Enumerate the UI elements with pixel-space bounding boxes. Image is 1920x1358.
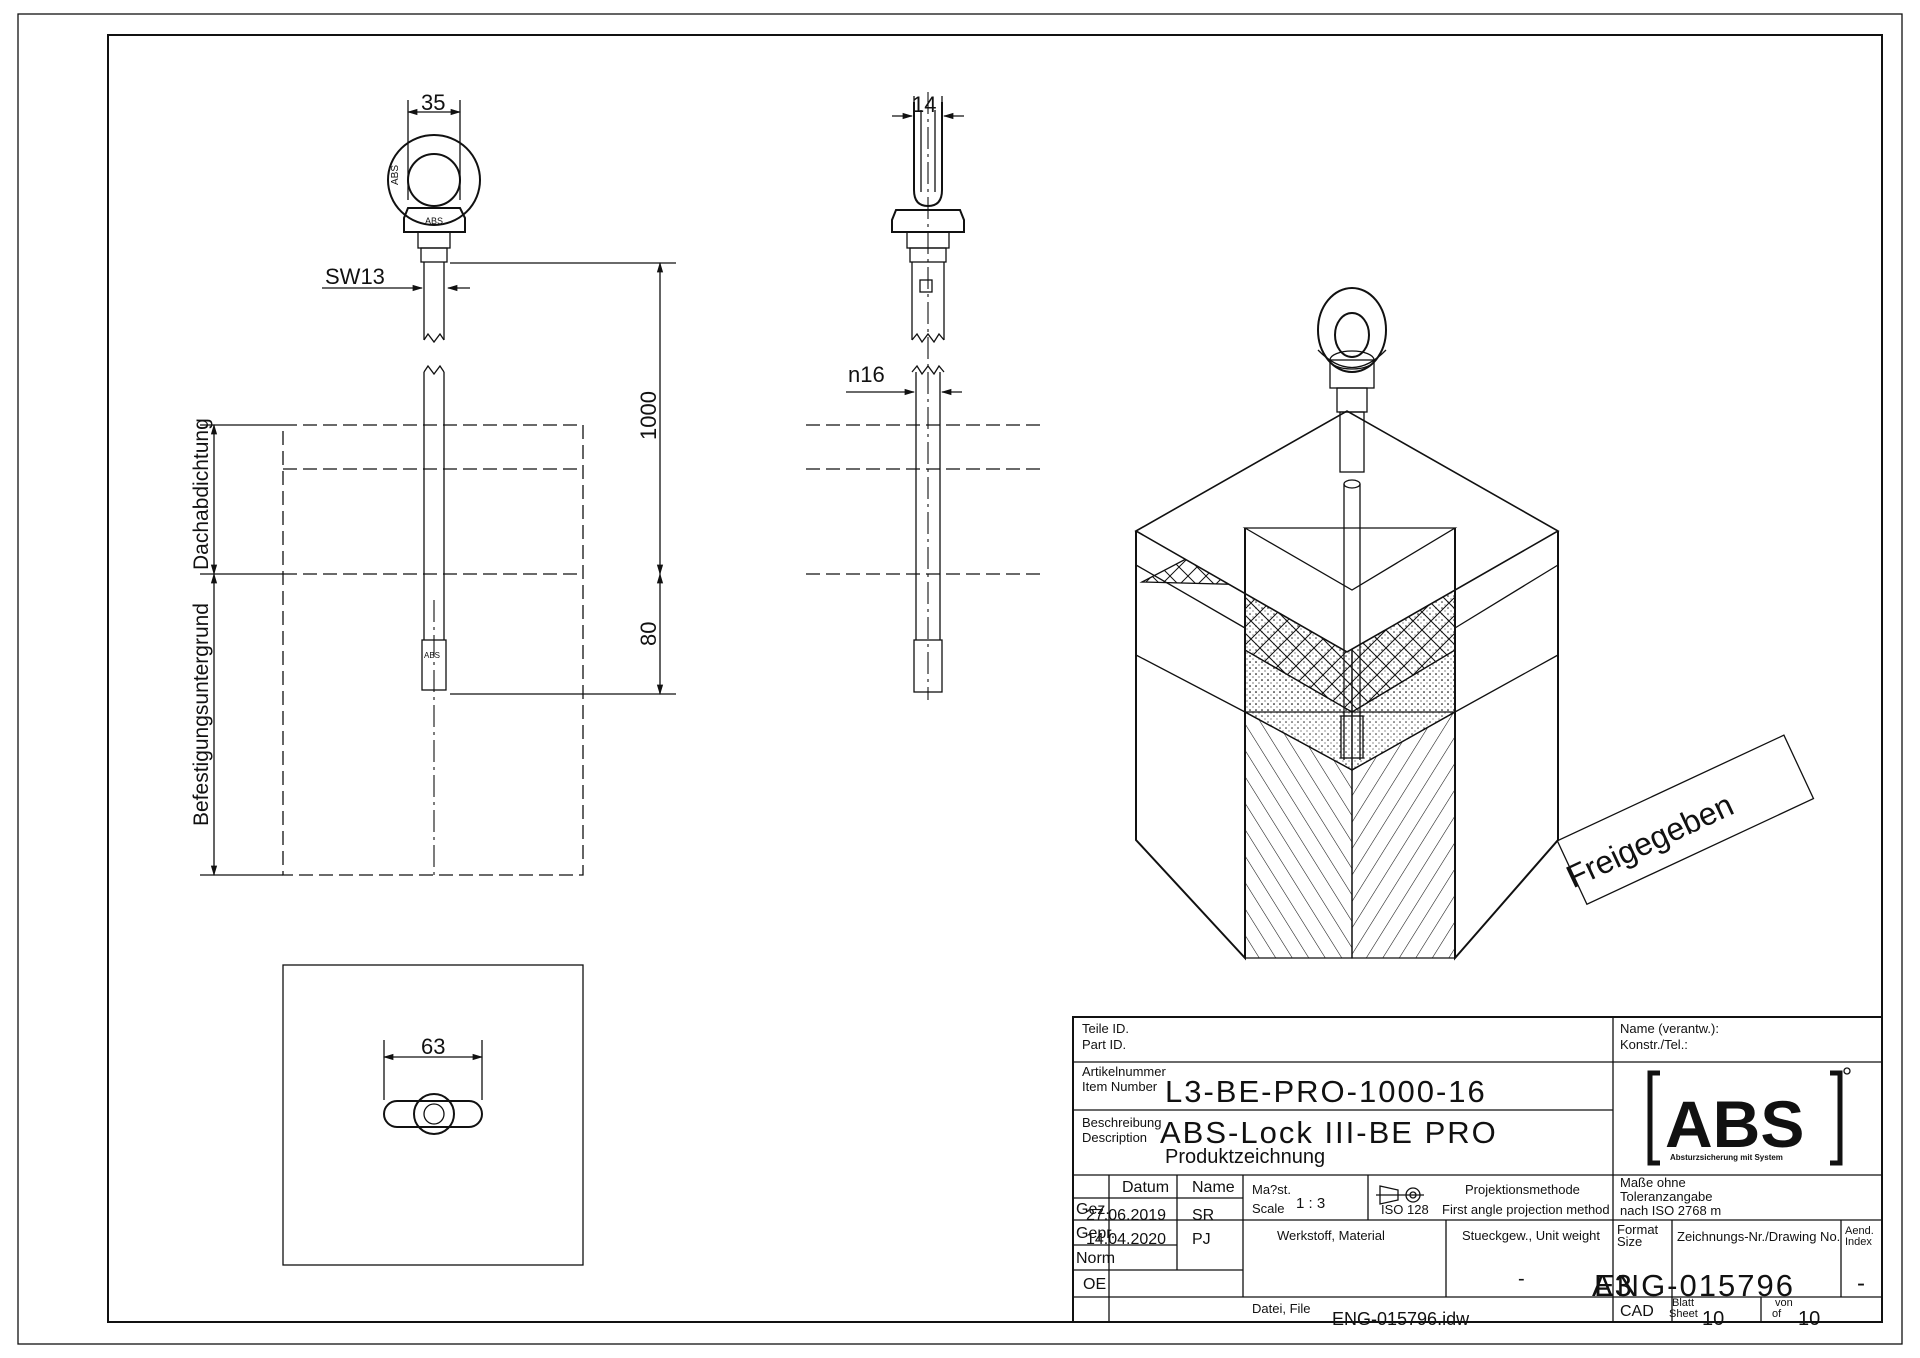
tb-oe-label: OE bbox=[1083, 1276, 1106, 1293]
tb-article-en: Item Number bbox=[1082, 1079, 1158, 1094]
tb-sheet-value: 10 bbox=[1702, 1308, 1724, 1330]
tb-of-en: of bbox=[1772, 1308, 1782, 1320]
tb-projection-en: First angle projection method bbox=[1442, 1202, 1610, 1217]
sheet-inner-border bbox=[107, 34, 1883, 1323]
tb-weight-value: - bbox=[1518, 1268, 1525, 1290]
tb-scale-value: 1 : 3 bbox=[1296, 1195, 1325, 1212]
approval-stamp bbox=[1556, 734, 1815, 906]
dim-embed-depth: 80 bbox=[636, 622, 661, 646]
tb-scale-de: Ma?st. bbox=[1252, 1182, 1291, 1197]
top-view-block bbox=[282, 964, 584, 1266]
side-view: 14 n16 bbox=[806, 92, 1040, 700]
tb-gepr-date: 14.04.2020 bbox=[1086, 1231, 1166, 1248]
tb-cad-label: CAD bbox=[1620, 1303, 1654, 1320]
tb-article-de: Artikelnummer bbox=[1082, 1064, 1166, 1079]
tb-name-header: Name bbox=[1192, 1179, 1235, 1196]
front-substrate-block bbox=[282, 424, 584, 876]
tb-gepr-name: PJ bbox=[1192, 1231, 1211, 1248]
abs-logo-tagline: Absturzsicherung mit System bbox=[1670, 1153, 1783, 1162]
tb-drawing-no-label: Zeichnungs-Nr./Drawing No. bbox=[1677, 1229, 1840, 1244]
tb-norm-label: Norm bbox=[1076, 1250, 1115, 1267]
dim-wrench-size: SW13 bbox=[325, 264, 385, 289]
tb-description-value: ABS-Lock III-BE PRO bbox=[1160, 1115, 1498, 1150]
label-roof-seal: Dachabdichtung bbox=[190, 418, 213, 570]
tb-gez-date: 27.06.2019 bbox=[1086, 1207, 1166, 1224]
tb-tolerance-1: Maße ohne bbox=[1620, 1175, 1686, 1190]
tb-revision-value: - bbox=[1857, 1270, 1865, 1297]
isometric-view: Freigegeben bbox=[1134, 287, 1815, 961]
tb-format-value: A3 bbox=[1592, 1268, 1634, 1303]
abs-logo-text: ABS bbox=[1665, 1087, 1804, 1161]
front-collar-mark: ABS bbox=[425, 216, 443, 226]
front-view: ABS ABS ABS 35 SW13 1000 80 bbox=[190, 90, 676, 877]
tb-responsible-en: Konstr./Tel.: bbox=[1620, 1037, 1688, 1052]
tb-part-id-de: Teile ID. bbox=[1082, 1021, 1129, 1036]
tb-article-value: L3-BE-PRO-1000-16 bbox=[1165, 1074, 1487, 1109]
tb-of-de: von bbox=[1775, 1297, 1793, 1309]
tb-description-en: Description bbox=[1082, 1130, 1147, 1145]
tb-part-id-en: Part ID. bbox=[1082, 1037, 1126, 1052]
front-eye-ring bbox=[387, 134, 481, 226]
sheet-outer-border bbox=[17, 13, 1903, 1345]
tb-responsible-de: Name (verantw.): bbox=[1620, 1021, 1719, 1036]
abs-logo: ABS Absturzsicherung mit System bbox=[1647, 1067, 1851, 1166]
tb-revision-de: Aend. bbox=[1845, 1225, 1874, 1237]
tb-description-sub: Produktzeichnung bbox=[1165, 1146, 1325, 1168]
first-angle-projection-icon bbox=[1376, 1185, 1424, 1205]
tb-sheet-de: Blatt bbox=[1672, 1297, 1694, 1309]
tb-projection-de: Projektionsmethode bbox=[1465, 1182, 1580, 1197]
tb-description-de: Beschreibung bbox=[1082, 1115, 1162, 1130]
top-view: 63 bbox=[282, 964, 584, 1266]
tb-drawing-no-value: ENG-015796 bbox=[1594, 1268, 1795, 1303]
tb-file-value: ENG-015796.idw bbox=[1332, 1309, 1470, 1329]
dim-front-width: 35 bbox=[421, 90, 445, 115]
tb-gez-label: Gez. bbox=[1076, 1201, 1110, 1218]
label-substrate: Befestigungsuntergrund bbox=[190, 603, 213, 826]
tb-projection-iso: ISO 128 bbox=[1381, 1202, 1429, 1217]
tb-revision-en: Index bbox=[1845, 1236, 1872, 1248]
tb-sheet-en: Sheet bbox=[1669, 1308, 1698, 1320]
tb-tolerance-2: Toleranzangabe bbox=[1620, 1189, 1713, 1204]
approval-stamp-text: Freigegeben bbox=[1561, 786, 1739, 895]
tb-of-value: 10 bbox=[1798, 1308, 1820, 1330]
tb-weight-label: Stueckgew., Unit weight bbox=[1462, 1228, 1600, 1243]
tb-format-en: Size bbox=[1617, 1234, 1642, 1249]
tb-scale-en: Scale bbox=[1252, 1201, 1285, 1216]
dim-total-length: 1000 bbox=[636, 391, 661, 440]
tb-date-header: Datum bbox=[1122, 1179, 1169, 1196]
tb-file-label: Datei, File bbox=[1252, 1301, 1311, 1316]
tb-material-label: Werkstoff, Material bbox=[1277, 1228, 1385, 1243]
front-ring-mark: ABS bbox=[390, 165, 401, 185]
dim-rod-diameter: n16 bbox=[848, 362, 885, 387]
tb-tolerance-3: nach ISO 2768 m bbox=[1620, 1203, 1721, 1218]
dim-side-width: 14 bbox=[912, 92, 936, 117]
tb-gepr-label: Gepr. bbox=[1076, 1225, 1115, 1242]
tb-gez-name: SR bbox=[1192, 1207, 1214, 1224]
dim-top-width: 63 bbox=[421, 1034, 445, 1059]
front-sleeve-mark: ABS bbox=[424, 651, 440, 660]
tb-format-de: Format bbox=[1617, 1222, 1659, 1237]
title-block: Teile ID. Part ID. Name (verantw.): Kons… bbox=[1072, 1016, 1883, 1330]
